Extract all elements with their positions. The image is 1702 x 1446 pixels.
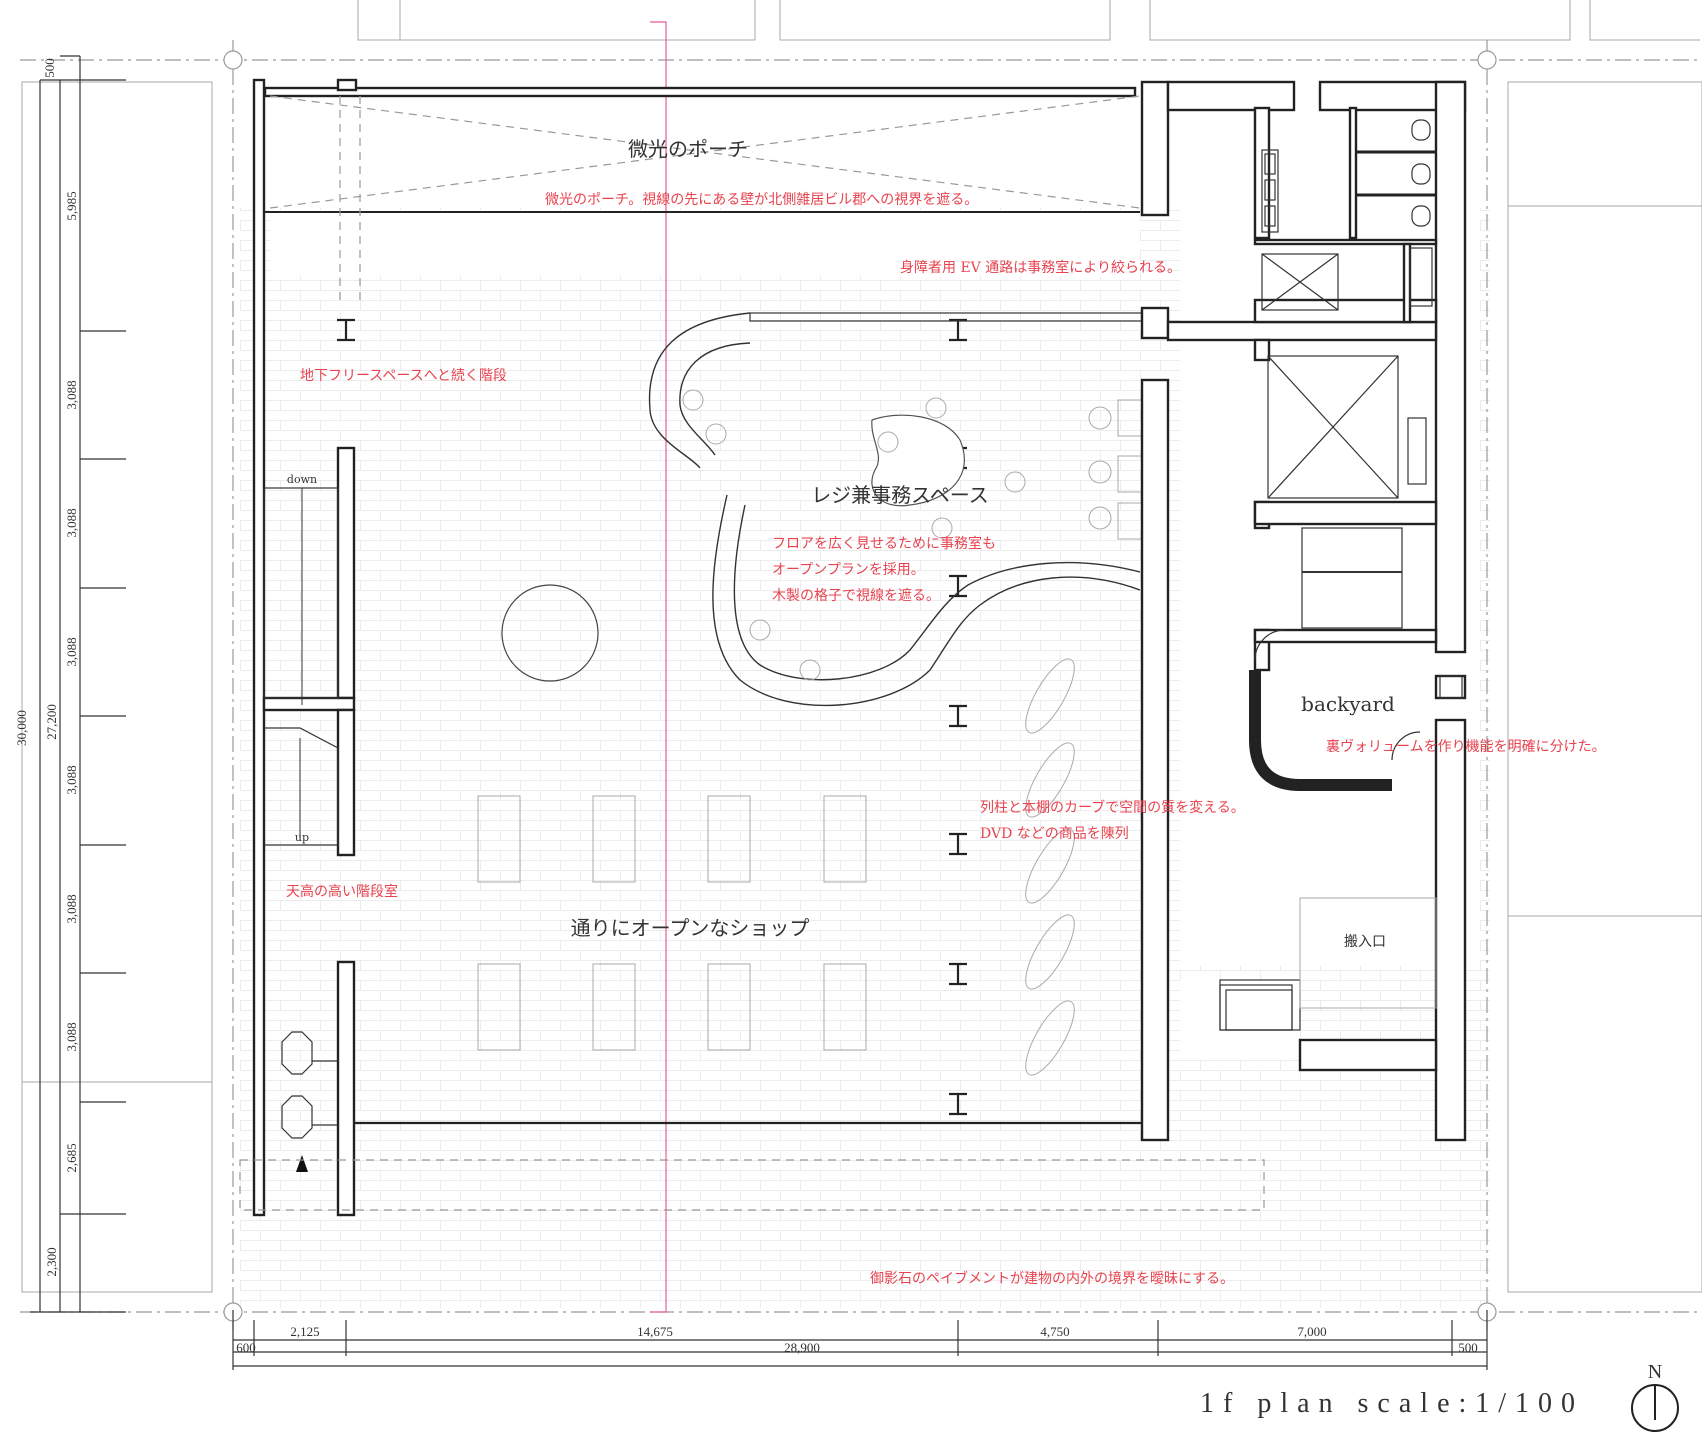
dim-v-0: 500 xyxy=(42,58,57,78)
north-label: N xyxy=(1648,1361,1662,1383)
drawing-title: 1f plan scale:1/100 xyxy=(1200,1388,1584,1419)
north-arrow-icon: N xyxy=(1631,1361,1679,1432)
site-context xyxy=(21,0,1702,1293)
note-paving: 御影石のペイブメントが建物の内外の境界を曖昧にする。 xyxy=(870,1270,1234,1287)
dim-v-7: 3,088 xyxy=(64,1022,79,1051)
section-axis xyxy=(650,21,667,1313)
vertical-dimensions: 500 5,985 3,088 3,088 3,088 3,088 3,088 … xyxy=(14,55,126,1313)
oval-shelves xyxy=(1025,658,1075,1076)
dim-v-2: 3,088 xyxy=(64,380,79,409)
note-office-3: 木製の格子で視線を遮る。 xyxy=(772,588,940,604)
paving-edge xyxy=(239,1159,1265,1211)
note-columns-2: DVD などの商品を陳列 xyxy=(980,826,1129,842)
note-backyard: 裏ヴォリュームを作り機能を明確に分けた。 xyxy=(1326,738,1606,755)
stair-up-label: up xyxy=(295,831,309,844)
stair-up xyxy=(264,727,339,846)
dim-v-inner: 27,200 xyxy=(44,704,59,740)
room-label-shop: 通りにオープンなショップ xyxy=(571,916,810,940)
room-label-register: レジ兼事務スペース xyxy=(811,483,989,507)
dim-h-1: 2,125 xyxy=(290,1324,319,1339)
note-columns-1: 列柱と本棚のカーブで空間の質を変える。 xyxy=(980,799,1245,816)
round-display xyxy=(501,584,599,682)
display-tables xyxy=(477,795,867,1051)
dim-v-8: 2,685 xyxy=(64,1143,79,1172)
core-fixtures xyxy=(1219,119,1463,1031)
stair-down-label: down xyxy=(287,473,317,486)
room-label-porch: 微光のポーチ xyxy=(628,137,748,161)
horizontal-dimensions: 600 2,125 14,675 4,750 7,000 500 28,900 xyxy=(232,1310,1488,1370)
register-office xyxy=(648,312,1146,707)
note-porch: 微光のポーチ。視線の先にある壁が北側雑居ビル郡への視界を遮る。 xyxy=(545,192,978,208)
dim-v-1: 5,985 xyxy=(64,191,79,220)
service-core xyxy=(1140,80,1467,1142)
note-office-2: オープンプランを採用。 xyxy=(772,562,925,578)
room-label-loading: 搬入口 xyxy=(1344,934,1386,950)
dim-v-6: 3,088 xyxy=(64,894,79,923)
dim-h-4: 7,000 xyxy=(1297,1324,1326,1339)
dim-v-9: 2,300 xyxy=(44,1247,59,1276)
loading-bay xyxy=(1299,897,1437,1009)
note-office-1: フロアを広く見せるために事務室も xyxy=(772,535,996,552)
room-label-backyard: backyard xyxy=(1301,692,1395,716)
dim-v-4: 3,088 xyxy=(64,637,79,666)
note-ev: 身障者用 EV 通路は事務室により絞られる。 xyxy=(900,259,1181,276)
dim-h-5: 500 xyxy=(1458,1340,1478,1355)
annotations: 微光のポーチ。視線の先にある壁が北側雑居ビル郡への視界を遮る。 身障者用 EV … xyxy=(286,192,1606,1287)
dim-h-3: 4,750 xyxy=(1040,1324,1069,1339)
note-stair-room: 天高の高い階段室 xyxy=(286,883,398,900)
stair-down xyxy=(263,487,339,705)
note-basement: 地下フリースペースへと続く階段 xyxy=(300,367,507,384)
dim-h-2: 14,675 xyxy=(637,1324,673,1339)
dim-v-5: 3,088 xyxy=(64,765,79,794)
porch xyxy=(263,78,1141,300)
west-stair-room xyxy=(252,78,356,1217)
dim-v-total: 30,000 xyxy=(14,710,29,746)
dim-h-total: 28,900 xyxy=(784,1340,820,1355)
room-labels: 微光のポーチ レジ兼事務スペース 通りにオープンなショップ backyard 搬… xyxy=(287,137,1395,950)
dim-v-3: 3,088 xyxy=(64,508,79,537)
dim-h-0: 600 xyxy=(236,1340,256,1355)
